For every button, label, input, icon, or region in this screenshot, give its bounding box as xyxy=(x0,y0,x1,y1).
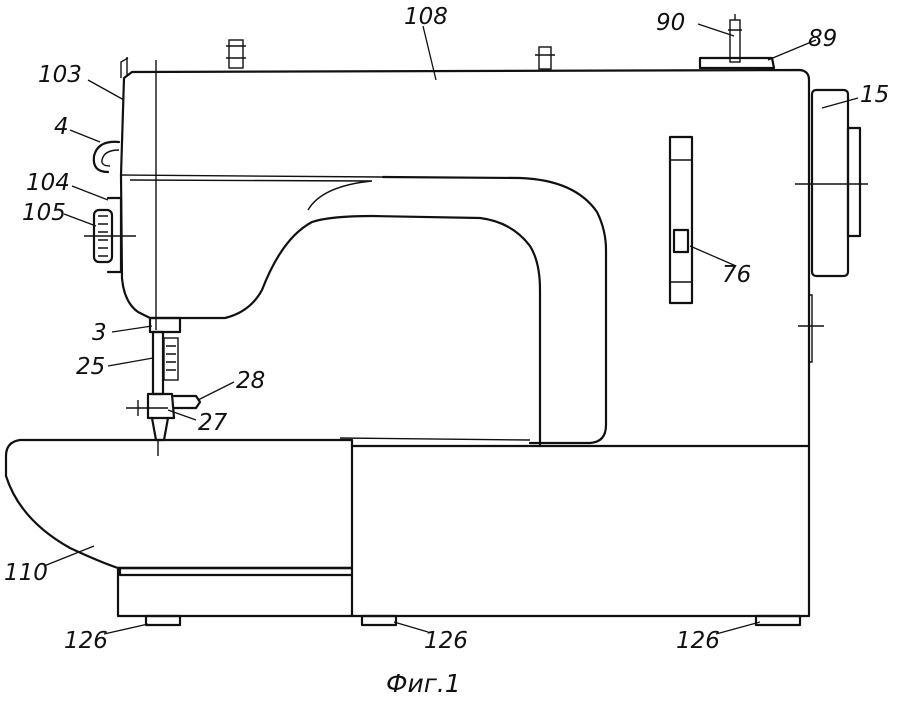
label-3: 3 xyxy=(92,320,107,346)
label-4: 4 xyxy=(54,114,69,140)
label-126-middle: 126 xyxy=(424,628,468,654)
label-15: 15 xyxy=(860,82,889,108)
needle-bar-assembly xyxy=(126,316,202,456)
leader-lines xyxy=(43,23,859,635)
label-103: 103 xyxy=(38,62,82,88)
figure-caption: Фиг.1 xyxy=(386,669,461,698)
label-110: 110 xyxy=(4,560,48,586)
label-105: 105 xyxy=(22,200,66,226)
tension-dial xyxy=(84,196,136,274)
spool-pins xyxy=(226,14,776,70)
label-126-right: 126 xyxy=(676,628,720,654)
label-28: 28 xyxy=(236,368,265,394)
label-89: 89 xyxy=(808,26,837,52)
label-104: 104 xyxy=(26,170,70,196)
label-27: 27 xyxy=(198,410,228,436)
label-90: 90 xyxy=(656,10,685,36)
label-25: 25 xyxy=(76,354,105,380)
label-126-left: 126 xyxy=(64,628,108,654)
stitch-regulator xyxy=(668,135,694,305)
machine-head xyxy=(119,57,811,448)
label-108: 108 xyxy=(404,4,448,30)
reference-labels: 108 90 89 103 4 15 104 105 76 3 25 28 27… xyxy=(4,4,889,654)
take-up-lever xyxy=(92,140,121,174)
handwheel xyxy=(795,88,868,363)
label-76: 76 xyxy=(722,262,751,288)
machine-base xyxy=(4,438,811,627)
